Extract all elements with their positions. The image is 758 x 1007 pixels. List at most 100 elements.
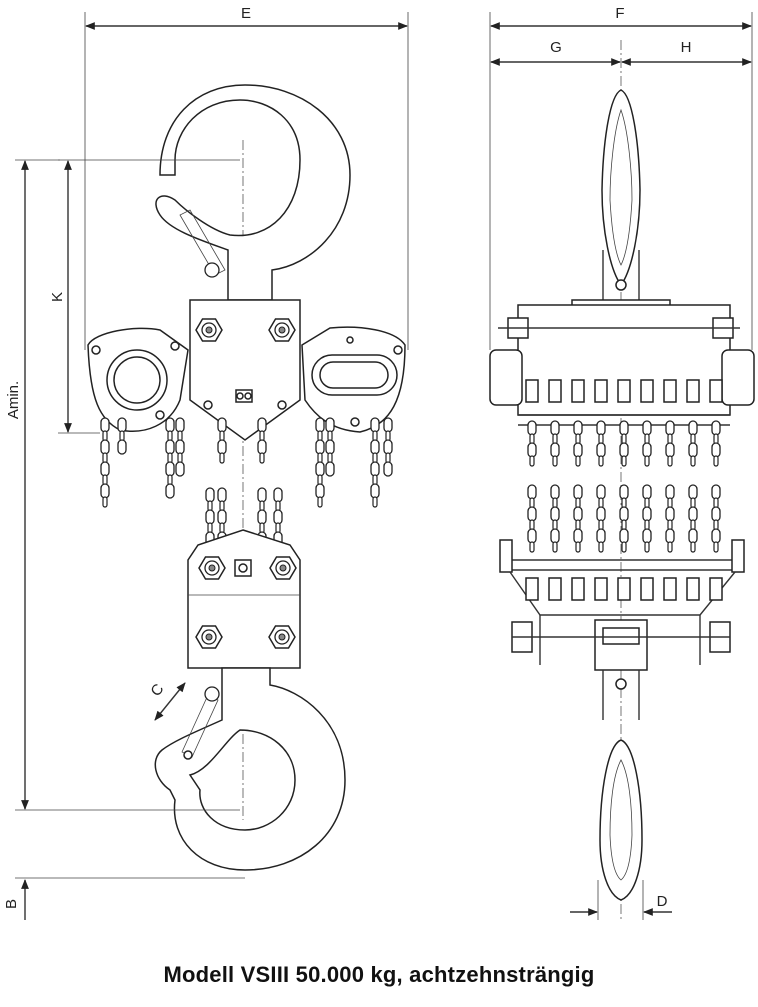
chain-link [573,528,583,544]
chain-link [688,442,698,458]
chain-link [575,541,581,553]
sprocket-tooth [571,577,585,601]
chain-link [370,417,380,433]
side-chains [527,420,721,553]
chain-link [552,541,558,553]
chain-link [550,442,560,458]
dimension-lines-side [489,12,753,920]
label-b: B [3,899,20,909]
chain-link [175,417,185,433]
chain-link [665,484,675,500]
chain-link [642,442,652,458]
chain-link [370,483,380,499]
chain-link [205,509,215,525]
sprocket-tooth [663,577,677,601]
chain-link [619,484,629,500]
chain-link [315,483,325,499]
chain-link [257,417,267,433]
chain-link [102,496,108,508]
chain-link [575,455,581,467]
chain-link [665,420,675,436]
chain-link [100,461,110,477]
chain-link [596,506,606,522]
chain-link [165,461,175,477]
chain-link [644,455,650,467]
chain-link [711,506,721,522]
chain-link [175,461,185,477]
chain-link [665,528,675,544]
chain-link [711,420,721,436]
chain-link [667,455,673,467]
chain-link [711,484,721,500]
chain-link [596,442,606,458]
chain-link [642,506,652,522]
chain-link [325,417,335,433]
chain-link [573,484,583,500]
chain-link [315,461,325,477]
chain-link [205,487,215,503]
chain-link [217,509,227,525]
side-view [489,40,755,920]
chain-link [596,484,606,500]
chain-link [165,483,175,499]
chain-link [217,487,227,503]
chain-link [713,455,719,467]
label-d: D [657,893,668,910]
label-g: G [550,39,562,56]
chain-link [596,420,606,436]
chain-link [315,417,325,433]
chain-link [165,417,175,433]
sprocket-tooth [686,577,700,601]
chain-link [529,541,535,553]
chain-link [527,506,537,522]
chain-link [598,455,604,467]
bottom-hook [154,667,346,871]
chain-link [642,484,652,500]
chain-link [621,455,627,467]
chain-link [372,496,378,508]
sprocket-tooth [617,577,631,601]
chain-link [619,528,629,544]
chain-link [383,417,393,433]
chain-link [527,442,537,458]
chain-link [175,439,185,455]
sprocket-tooth [686,379,700,403]
top-hook [155,84,351,301]
sprocket-tooth [525,379,539,403]
chain-link [100,483,110,499]
chain-link [217,439,227,455]
chain-link [552,455,558,467]
chain-link [117,439,127,455]
chain-link [527,528,537,544]
chain-link [273,509,283,525]
chain-link [690,541,696,553]
chain-link [529,455,535,467]
sprocket-tooth [525,577,539,601]
label-e: E [241,5,251,22]
chain-link [383,439,393,455]
chain-link [713,541,719,553]
chain-link [315,439,325,455]
sprocket-tooth [594,379,608,403]
caption: Modell VSIII 50.000 kg, achtzehnsträngig [163,962,595,987]
chain-link [527,420,537,436]
top-hook-side [601,89,641,287]
sprocket-tooth [571,379,585,403]
chain-link [619,442,629,458]
sprocket-tooth [709,577,723,601]
chain-link [100,439,110,455]
chain-link [273,487,283,503]
chain-link [665,506,675,522]
chain-link [217,417,227,433]
chain-link [688,506,698,522]
chain-link [619,420,629,436]
label-h: H [681,39,692,56]
sprocket-tooth [663,379,677,403]
chain-link [665,442,675,458]
chain-link [621,541,627,553]
chain-link [550,506,560,522]
chain-link [117,417,127,433]
label-amin: Amin. [5,381,22,419]
chain-link [550,528,560,544]
